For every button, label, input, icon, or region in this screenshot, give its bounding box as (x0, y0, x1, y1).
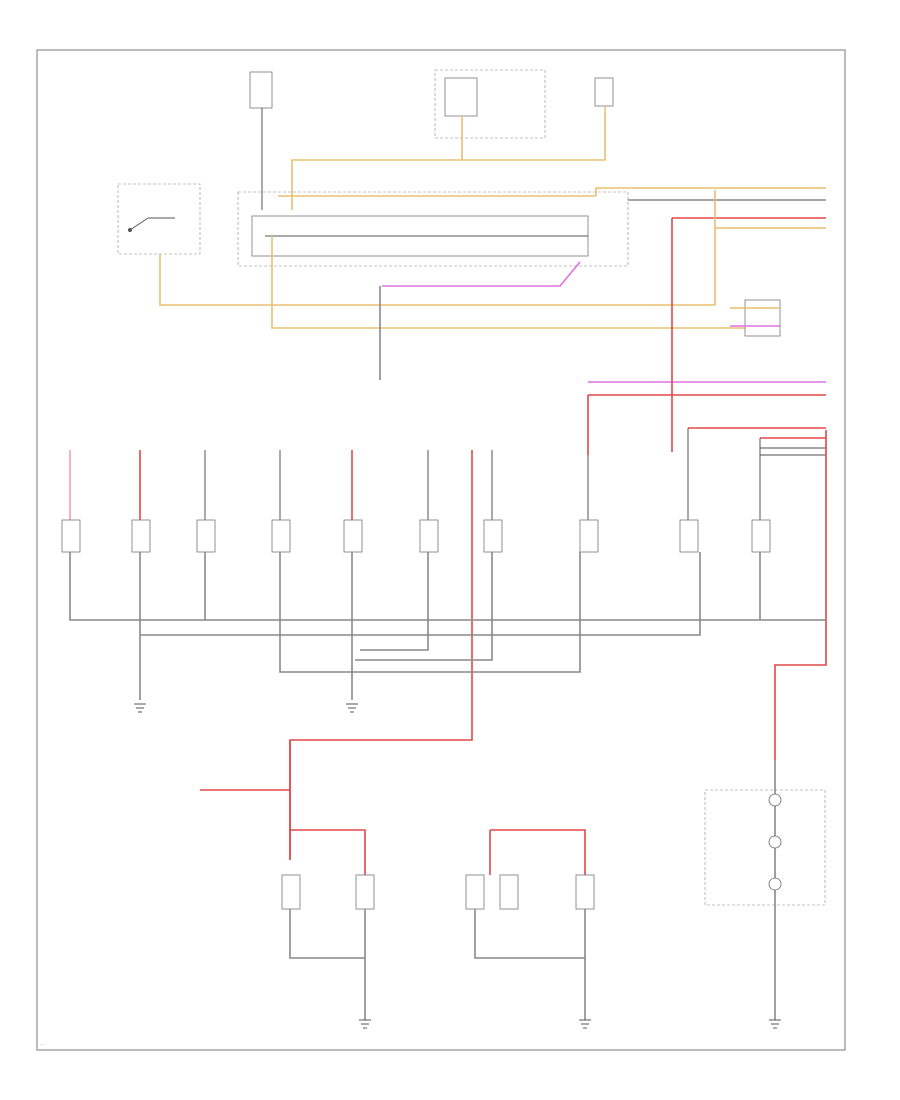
wire-bulb-feed-7 (289, 450, 473, 860)
bottom-bulb-1 (281, 874, 301, 910)
bulb-10 (751, 519, 771, 553)
right-connector (744, 299, 781, 337)
top-center-relay-body (444, 77, 478, 117)
bulb-9 (679, 519, 699, 553)
wire-center-yellow-drop (271, 236, 760, 329)
bulb-5 (343, 519, 363, 553)
bulb-3 (196, 519, 216, 553)
wire-top-center-feed (291, 116, 463, 210)
wire-bottom-left-loop (290, 829, 366, 875)
right-cluster-outline (704, 789, 826, 906)
bulb-1 (61, 519, 81, 553)
wire-ground-bus-7 (360, 552, 429, 651)
wire-ground-bus-8 (355, 552, 493, 661)
top-fuse-block (249, 71, 273, 109)
bottom-bulb-2 (355, 874, 375, 910)
cluster-bulb-top (768, 793, 782, 807)
bottom-bulb-4 (499, 874, 519, 910)
wire-ground-bus-1 (69, 552, 826, 621)
bulb-7 (483, 519, 503, 553)
bulb-row (61, 428, 827, 860)
left-switch-housing (117, 183, 201, 255)
wire-left-switch-out (159, 190, 716, 306)
bottom-bulb-3 (465, 874, 485, 910)
ground-symbol-bottom-center (579, 1019, 591, 1029)
left-switch-pivot (128, 228, 132, 232)
top-right-fuse (594, 77, 614, 107)
ground-symbol-bottom-right (769, 1019, 781, 1029)
wire-bottom-ground-1 (289, 909, 365, 959)
bulb-2 (131, 519, 151, 553)
top-section (117, 69, 826, 380)
left-switch-contact (129, 217, 175, 231)
cluster-bulb-bottom (768, 877, 782, 891)
wire-bottom-center-loop (490, 829, 586, 875)
bulb-4 (271, 519, 291, 553)
wire-ground-bus-4 (140, 552, 701, 636)
wire-top-right-feed (462, 106, 606, 161)
wire-bulb-feed-12 (774, 430, 827, 760)
page-frame (36, 49, 846, 1051)
ground-symbol-bottom-left (359, 1019, 371, 1029)
middle-bus (587, 218, 826, 456)
wire-magenta-link (382, 261, 581, 287)
bulb-6 (419, 519, 439, 553)
top-center-relay (434, 69, 546, 139)
bottom-section (200, 740, 826, 1029)
wire-bottom-ground-3 (474, 909, 585, 959)
ground-symbol-center (346, 703, 358, 713)
bottom-bulb-5 (575, 874, 595, 910)
page-ref-label: .... (40, 1041, 44, 1046)
ground-symbol-left (134, 703, 146, 713)
wire-right-bus-1 (595, 187, 826, 196)
cluster-bulb-middle (768, 835, 782, 849)
bulb-8 (579, 519, 599, 553)
main-module-outline (237, 191, 629, 267)
wire-ground-bus-5 (279, 552, 581, 673)
